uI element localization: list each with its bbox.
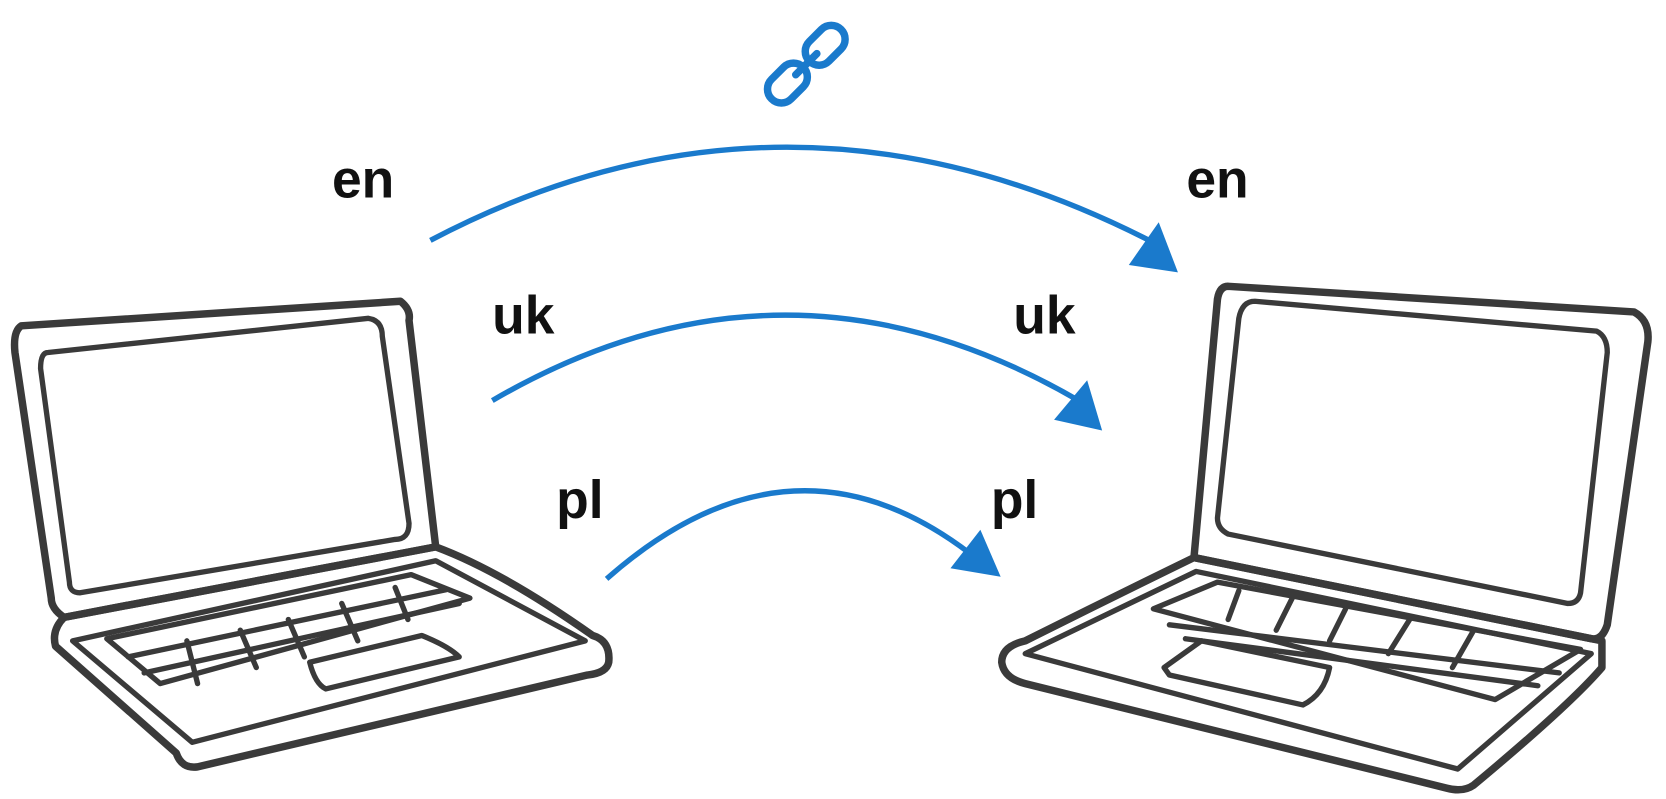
target-laptop-icon [997,282,1652,794]
source-lang-en: en [332,151,394,210]
target-lang-en: en [1186,151,1248,210]
source-laptop-icon [10,297,613,771]
source-lang-uk: uk [492,286,555,345]
sync-arrow-uk [490,312,1103,431]
source-lang-pl: pl [556,471,603,530]
sync-arrow-pl [604,488,1001,581]
link-icon [763,21,849,107]
target-lang-uk: uk [1013,286,1076,345]
sync-arrow-en [429,144,1178,273]
target-lang-pl: pl [991,471,1038,530]
